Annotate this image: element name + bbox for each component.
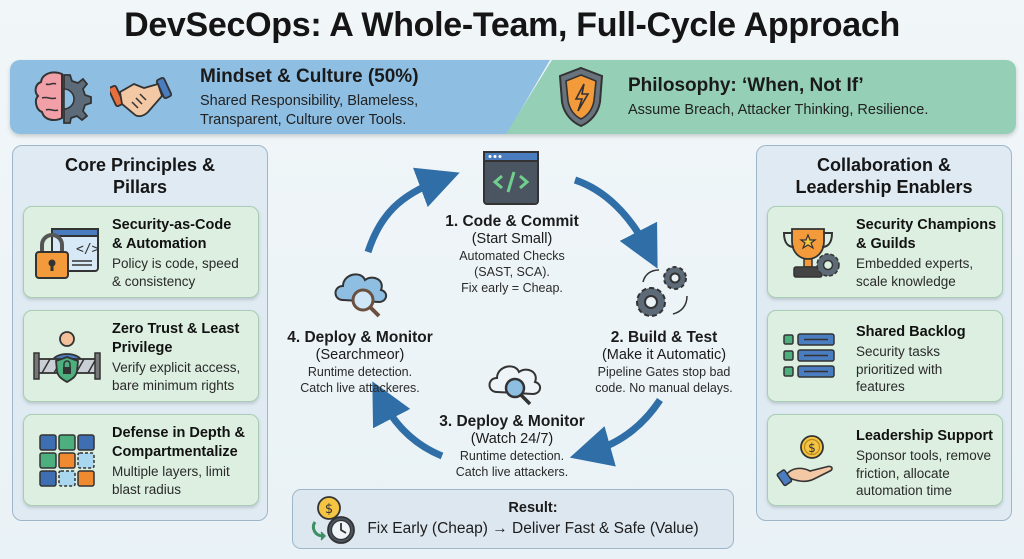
step-text: Automated Checks — [459, 249, 565, 263]
card-heading: Security-as-Code& Automation — [112, 217, 232, 252]
grid-blocks-icon — [39, 434, 95, 487]
step-heading: 3. Deploy & Monitor — [439, 413, 585, 430]
card-heading: Defense in Depth &Compartmentalize — [112, 425, 245, 460]
code-window-icon — [483, 151, 539, 205]
card-heading: Security Champions& Guilds — [856, 217, 997, 252]
mindset-text-line2: Transparent, Culture over Tools. — [200, 112, 407, 128]
trophy-gear-icon — [782, 228, 840, 278]
step-4-deploy-monitor: 4. Deploy & Monitor (Searchmeor) Runtime… — [280, 328, 440, 396]
svg-text:$: $ — [325, 502, 333, 517]
cloud-search-icon — [334, 273, 387, 318]
card-leadership-support: $ Leadership Support Sponsor tools, remo… — [767, 414, 1003, 506]
step-subtitle: (Watch 24/7) — [470, 431, 554, 447]
card-security-as-code: </> Security-as-Code& Automation Policy … — [23, 206, 259, 298]
card-description: Verify explicit access,bare minimum righ… — [112, 360, 241, 393]
svg-text:$: $ — [808, 441, 816, 455]
coin-clock-icon: $ — [311, 496, 355, 544]
user-gate-shield-icon — [33, 331, 101, 384]
arrow-3-to-4 — [372, 381, 444, 460]
svg-text:</>: </> — [76, 242, 100, 257]
brain-gear-icon — [34, 71, 92, 124]
panel-title-line2: Pillars — [112, 177, 168, 197]
step-2-build-test: 2. Build & Test (Make it Automatic) Pipe… — [580, 328, 748, 396]
mindset-heading: Mindset & Culture (50%) — [200, 66, 419, 87]
core-principles-panel: Core Principles & Pillars </> Security-a… — [12, 145, 268, 521]
step-heading: 4. Deploy & Monitor — [287, 329, 433, 346]
step-heading: 2. Build & Test — [610, 329, 718, 346]
arrow-4-to-1 — [364, 167, 460, 254]
step-3-deploy-monitor: 3. Deploy & Monitor (Watch 24/7) Runtime… — [432, 412, 592, 480]
step-subtitle: (Searchmeor) — [315, 347, 405, 363]
step-1-code-commit: 1. Code & Commit (Start Small) Automated… — [432, 212, 592, 296]
step-subtitle: (Start Small) — [471, 231, 553, 247]
page-title: DevSecOps: A Whole-Team, Full-Cycle Appr… — [124, 6, 900, 44]
arrow-2-to-3 — [569, 398, 663, 467]
card-description: Policy is code, speed& consistency — [112, 256, 239, 289]
mindset-culture-section — [10, 60, 550, 134]
step-text: Runtime detection. — [307, 365, 413, 379]
result-box: $ Result: Fix Early (Cheap) → Deliver Fa… — [292, 489, 734, 549]
shield-lightning-icon — [558, 66, 604, 128]
philosophy-heading: Philosophy: ‘When, Not If’ — [628, 75, 864, 96]
step-text: Runtime detection. — [459, 449, 565, 463]
result-heading: Result: — [508, 500, 558, 516]
step-subtitle: (Make it Automatic) — [601, 347, 727, 363]
step-text: Fix early = Cheap. — [461, 281, 563, 295]
code-lock-icon: </> — [35, 228, 100, 279]
panel-title-line1: Core Principles & — [64, 155, 216, 175]
panel-title-line1: Collaboration & — [817, 155, 951, 175]
step-heading: 1. Code & Commit — [445, 213, 579, 230]
hand-coin-icon: $ — [776, 435, 833, 487]
gears-icon — [636, 266, 688, 317]
top-banner: Mindset & Culture (50%) Shared Responsib… — [10, 60, 1016, 134]
backlog-list-icon — [783, 333, 835, 378]
step-text: Pipeline Gates stop bad — [597, 365, 731, 379]
card-defense-in-depth: Defense in Depth &Compartmentalize Multi… — [23, 414, 259, 506]
panel-title-line2: Leadership Enablers — [795, 177, 973, 197]
card-heading: Shared Backlog — [856, 324, 966, 340]
step-text: code. No manual delays. — [595, 381, 733, 395]
card-heading: Leadership Support — [856, 428, 993, 444]
card-description: Embedded experts,scale knowledge — [856, 256, 974, 289]
collaboration-title: Collaboration & Leadership Enablers — [757, 154, 1011, 198]
handshake-icon — [110, 77, 172, 118]
philosophy-text: Assume Breach, Attacker Thinking, Resili… — [628, 102, 929, 118]
core-principles-title: Core Principles & Pillars — [13, 154, 267, 198]
step-text: (SAST, SCA). — [474, 265, 550, 279]
step-text: Catch live attackers. — [455, 465, 569, 479]
collaboration-panel: Collaboration & Leadership Enablers Secu… — [756, 145, 1012, 521]
result-text: Fix Early (Cheap) → Deliver Fast & Safe … — [367, 520, 699, 537]
step-text: Catch live attackeres. — [300, 381, 420, 395]
mindset-text-line1: Shared Responsibility, Blameless, — [200, 93, 419, 109]
arrow-1-to-2 — [573, 176, 658, 269]
card-security-champions: Security Champions& Guilds Embedded expe… — [767, 206, 1003, 298]
cloud-search-icon — [488, 365, 541, 406]
